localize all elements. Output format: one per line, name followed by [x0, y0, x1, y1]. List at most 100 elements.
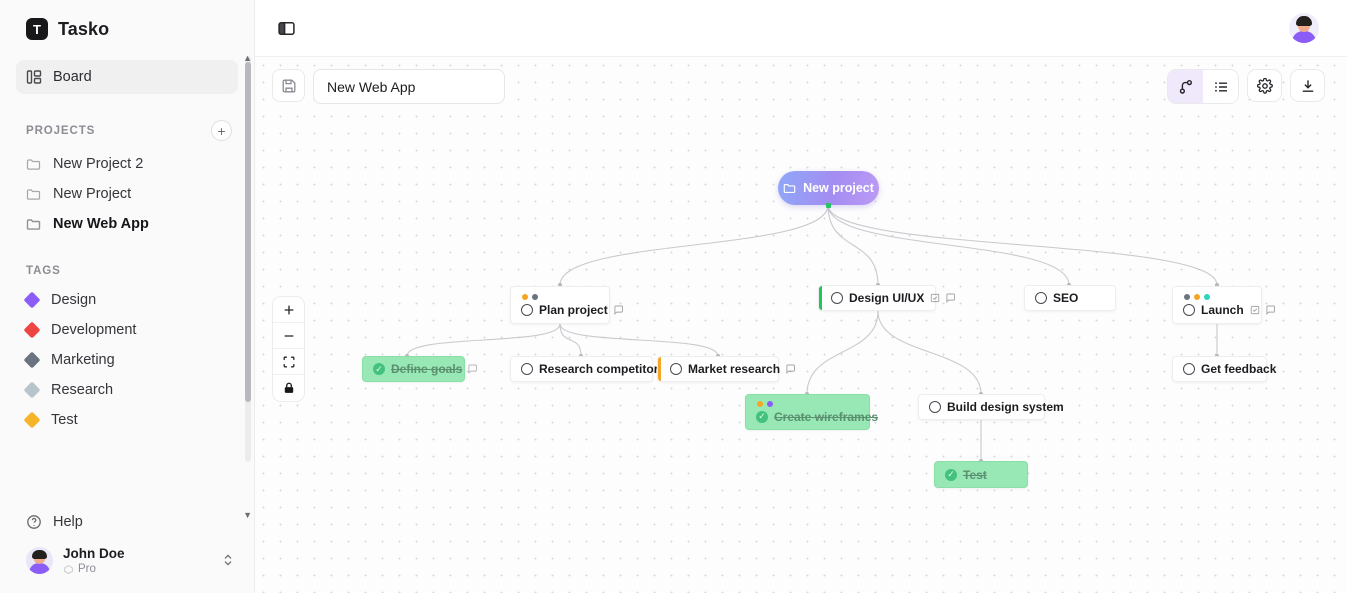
tasko-logo-icon: T [26, 18, 48, 40]
node-label: Research competitors [539, 362, 666, 376]
node-label: Test [963, 467, 987, 482]
project-label: New Project [53, 186, 132, 202]
zoom-controls [272, 296, 305, 402]
checklist-icon[interactable] [1250, 305, 1260, 315]
node-port[interactable] [826, 203, 831, 208]
board-canvas[interactable]: New project Plan project [255, 57, 1347, 593]
node-main-row: Research competitors [511, 362, 665, 376]
sidebar-scrollbar-thumb[interactable] [245, 62, 251, 402]
edge-root-design [827, 204, 879, 286]
user-name: John Doe [63, 546, 125, 562]
node-main-row: SEO [1025, 291, 1115, 305]
task-checkbox[interactable] [929, 401, 941, 413]
node-accent-bar [819, 286, 822, 310]
help-button[interactable]: Help [0, 506, 254, 538]
task-checkbox[interactable] [1183, 303, 1195, 316]
sidebar-scrollbar[interactable] [245, 56, 251, 462]
user-profile-button[interactable]: John Doe Pro [0, 538, 254, 579]
folder-icon [26, 187, 41, 202]
node-main-row: Launch [1173, 303, 1275, 317]
board-view-tools [1167, 69, 1325, 104]
task-checkbox[interactable] [1183, 363, 1195, 375]
node-label: Design UI/UX [849, 291, 925, 305]
fit-view-icon[interactable] [273, 349, 304, 375]
folder-icon [783, 182, 796, 195]
tag-label: Test [51, 412, 78, 428]
node-label: Market research [688, 362, 781, 376]
node-main-row: ✓ Test [935, 468, 1027, 482]
node-main-row: Build design system [919, 400, 1064, 414]
task-checkbox[interactable] [670, 363, 682, 375]
edge-design-bds [877, 310, 982, 395]
node-accent-bar [658, 357, 661, 381]
sidebar-project-new-web-app[interactable]: New Web App [0, 209, 254, 239]
user-plan: Pro [63, 563, 125, 575]
tag-dot [1204, 293, 1210, 300]
board-title-input[interactable] [313, 69, 505, 104]
edge-root-plan [559, 204, 829, 286]
help-label: Help [53, 514, 83, 531]
comment-icon[interactable] [1266, 305, 1276, 315]
list-view-icon[interactable] [1203, 70, 1238, 103]
folder-icon [26, 157, 41, 172]
node-label: Create wireframes [774, 409, 879, 424]
comment-icon[interactable] [946, 293, 956, 303]
task-checkbox[interactable] [831, 292, 843, 304]
chevron-updown-icon[interactable] [222, 552, 234, 570]
node-market-research[interactable]: Market research [657, 356, 796, 382]
add-project-button[interactable]: + [211, 120, 232, 141]
node-get-feedback[interactable]: Get feedback [1172, 356, 1276, 382]
view-mode-switch [1167, 69, 1239, 104]
tree-view-icon[interactable] [1168, 70, 1203, 103]
sidebar-tag-design[interactable]: Design [0, 285, 254, 315]
node-build-design-system[interactable]: Build design system [918, 394, 1064, 420]
node-test[interactable]: ✓ Test [934, 461, 1028, 488]
task-checkbox[interactable]: ✓ [373, 363, 385, 375]
edge-plan-rcomp [559, 323, 582, 357]
node-main-row: ✓ Define goals [363, 362, 478, 376]
node-new-project[interactable]: New project [778, 171, 879, 205]
comment-icon[interactable] [786, 364, 796, 374]
sidebar-tag-research[interactable]: Research [0, 375, 254, 405]
comment-icon[interactable] [468, 364, 478, 374]
zoom-in-button[interactable] [273, 297, 304, 323]
node-define-goals[interactable]: ✓ Define goals [362, 356, 478, 382]
task-checkbox[interactable] [1035, 292, 1047, 304]
node-main-row: Design UI/UX [819, 291, 956, 305]
brand-name: Tasko [58, 18, 110, 39]
scroll-up-icon[interactable]: ▲ [243, 53, 252, 63]
task-checkbox[interactable]: ✓ [756, 410, 768, 423]
tag-dot [1194, 293, 1200, 300]
save-board-button[interactable] [272, 69, 305, 102]
task-checkbox[interactable] [521, 303, 533, 316]
edge-plan-goals [406, 323, 561, 357]
sidebar-tag-development[interactable]: Development [0, 315, 254, 345]
download-icon[interactable] [1290, 69, 1325, 102]
sidebar-tag-test[interactable]: Test [0, 405, 254, 435]
sidebar-project-new-project[interactable]: New Project [0, 179, 254, 209]
node-create-wireframes[interactable]: ✓ Create wireframes [745, 394, 878, 430]
panel-toggle-icon[interactable] [273, 15, 299, 41]
brand: T Tasko [0, 0, 254, 54]
comment-icon[interactable] [614, 305, 624, 315]
node-plan-project[interactable]: Plan project [510, 286, 623, 324]
sidebar-scroll-area: Board PROJECTS + New Project 2 [0, 54, 254, 506]
node-design-ui-ux[interactable]: Design UI/UX [818, 285, 956, 311]
sidebar-project-new-project-2[interactable]: New Project 2 [0, 149, 254, 179]
task-checkbox[interactable] [521, 363, 533, 375]
scroll-down-icon[interactable]: ▼ [243, 510, 252, 520]
topbar-avatar[interactable] [1289, 13, 1319, 43]
task-checkbox[interactable]: ✓ [945, 468, 957, 481]
lock-icon[interactable] [273, 375, 304, 401]
checklist-icon[interactable] [930, 293, 940, 303]
node-seo[interactable]: SEO [1024, 285, 1116, 311]
sidebar-item-board[interactable]: Board [16, 60, 238, 94]
sidebar: T Tasko Board PROJECTS + [0, 0, 255, 593]
tag-color-swatch [23, 411, 41, 429]
zoom-out-button[interactable] [273, 323, 304, 349]
node-launch[interactable]: Launch [1172, 286, 1275, 324]
tag-dot [532, 293, 538, 300]
node-research-competitors[interactable]: Research competitors [510, 356, 665, 382]
settings-icon[interactable] [1247, 69, 1282, 102]
sidebar-tag-marketing[interactable]: Marketing [0, 345, 254, 375]
